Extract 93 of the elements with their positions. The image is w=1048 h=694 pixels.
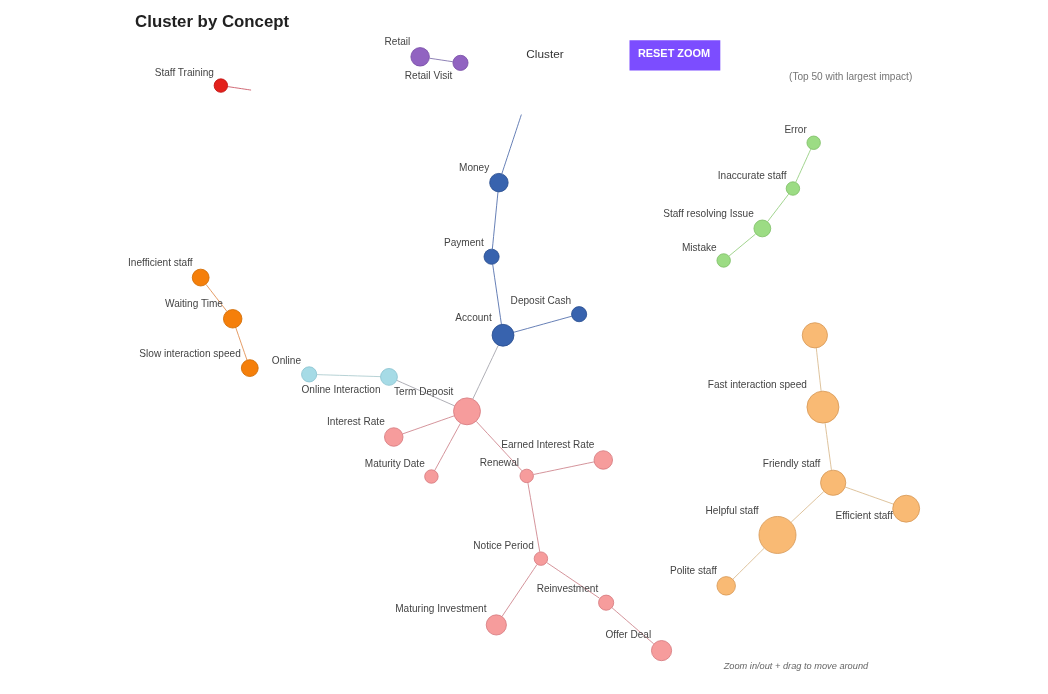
node-circle	[892, 494, 921, 523]
diagram-title: Cluster by Concept	[135, 12, 290, 32]
label: Zoom in/out + drag to move around	[723, 660, 869, 671]
node-label: Efficient staff	[835, 510, 893, 522]
node-label: Payment	[443, 237, 484, 249]
node-circle	[191, 268, 210, 287]
connector	[491, 191, 499, 250]
node-circle	[410, 47, 430, 67]
connector	[546, 562, 600, 599]
node-circle	[716, 576, 736, 596]
node-label: Online	[271, 354, 302, 366]
node-circle	[213, 78, 228, 93]
node-label: Reinvestment	[536, 583, 599, 595]
node-label: Inefficient staff	[128, 257, 193, 269]
node-label: Error	[784, 124, 807, 136]
node-label: Offer Deal	[605, 628, 652, 640]
node-label: Deposit Cash	[510, 294, 572, 306]
node-circle	[452, 54, 469, 71]
node-circle	[519, 468, 534, 484]
connector	[728, 233, 757, 257]
connector	[767, 193, 790, 222]
node-circle	[571, 306, 588, 323]
connector	[844, 486, 894, 505]
connector	[434, 422, 461, 471]
node-circle	[806, 390, 840, 424]
node-label: Helpful staff	[705, 504, 759, 516]
node-label: Money	[458, 161, 490, 173]
node-circle	[651, 640, 673, 662]
node-label: Account	[455, 312, 492, 324]
label: RESET ZOOM	[637, 47, 711, 60]
connector	[492, 263, 502, 325]
node-circle	[301, 366, 318, 383]
connector	[513, 315, 573, 333]
connector	[501, 114, 522, 175]
node-label: Renewal	[479, 457, 519, 469]
node-circle	[380, 368, 398, 386]
node-label: Slow interaction speed	[139, 347, 241, 359]
node-circle	[593, 450, 613, 470]
connector	[235, 327, 248, 361]
connector	[815, 347, 822, 392]
connector	[396, 379, 456, 407]
node-label: Fast interaction speed	[707, 379, 807, 391]
node-label: Retail	[384, 35, 411, 47]
node-label: Polite staff	[669, 564, 717, 576]
connector	[227, 86, 252, 91]
node-circle	[489, 172, 509, 193]
node-label: Online Interaction	[301, 384, 381, 396]
node-circle	[820, 469, 847, 496]
node-label: Friendly staff	[762, 458, 821, 470]
connector	[533, 461, 595, 475]
node-circle	[801, 322, 828, 349]
node-label: Maturity Date	[364, 457, 425, 469]
node-circle	[533, 551, 549, 566]
node-circle	[453, 397, 481, 426]
connector	[501, 564, 538, 617]
node-label: Earned Interest Rate	[501, 438, 595, 450]
node-label: Mistake	[681, 241, 717, 253]
connector	[824, 422, 832, 471]
node-label: Term Deposit	[394, 386, 454, 398]
node-circle	[785, 181, 801, 196]
node-circle	[240, 359, 259, 377]
node-circle	[223, 309, 243, 329]
label: (Top 50 with largest impact)	[789, 70, 913, 82]
node-circle	[483, 248, 500, 265]
connector	[795, 148, 812, 183]
connector	[429, 57, 454, 63]
connector	[475, 420, 523, 472]
node-label: Staff resolving Issue	[663, 208, 754, 220]
connector	[205, 283, 228, 312]
node-circle	[598, 594, 615, 611]
node-circle	[485, 614, 507, 636]
label: Cluster	[526, 47, 564, 61]
connector	[611, 607, 655, 645]
node-circle	[806, 135, 821, 150]
connector	[472, 344, 499, 400]
node-label: Notice Period	[473, 540, 534, 552]
node-label: Interest Rate	[327, 415, 385, 427]
node-circle	[491, 323, 515, 347]
node-circle	[384, 427, 404, 447]
connector	[790, 491, 825, 523]
connector	[316, 374, 381, 378]
connector	[732, 547, 765, 580]
node-label: Staff Training	[154, 66, 214, 78]
node-circle	[753, 219, 772, 238]
node-circle	[716, 253, 731, 268]
node-label: Retail Visit	[404, 69, 453, 81]
node-label: Inaccurate staff	[717, 169, 787, 181]
node-label: Waiting Time	[165, 297, 223, 309]
connector	[527, 482, 541, 553]
node-circle	[758, 516, 797, 554]
node-label: Maturing Investment	[395, 602, 487, 614]
node-circle	[424, 469, 439, 484]
connector	[402, 415, 455, 435]
